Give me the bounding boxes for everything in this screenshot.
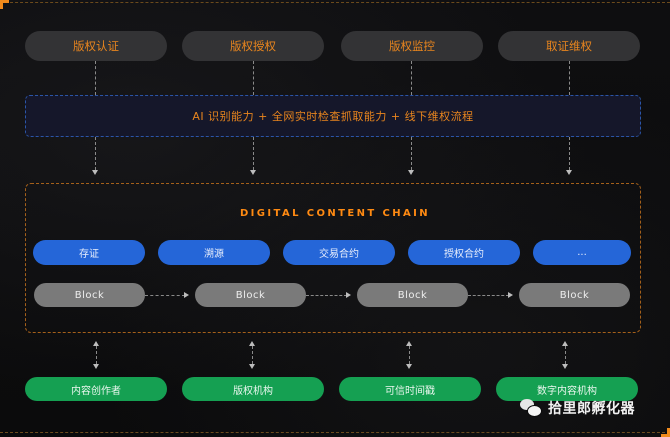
block-link-line [306,295,347,296]
arrow-right-icon [346,292,351,298]
service-copyright-licensing: 版权授权 [182,31,324,61]
arrow-down-icon [249,364,255,369]
participant-trusted-timestamp: 可信时间戳 [339,377,481,401]
connector-line [252,346,253,364]
chain-title: DIGITAL CONTENT CHAIN [239,208,431,219]
arrow-down-icon [92,170,98,175]
corner-accent-top-left [0,0,9,9]
digital-content-chain-box [25,183,641,333]
block-link-line [145,295,185,296]
function-traceability: 溯源 [158,240,270,265]
arrow-down-icon [408,170,414,175]
connector-line [565,346,566,364]
connector-line [411,61,412,95]
connector-line [569,61,570,95]
wechat-icon [520,399,542,417]
function-more: ... [533,240,631,265]
connector-line [96,346,97,364]
participant-digital-content-agency: 数字内容机构 [496,377,638,401]
block-2: Block [195,283,306,307]
arrow-down-icon [250,170,256,175]
participant-copyright-agency: 版权机构 [182,377,324,401]
arrow-down-icon [93,364,99,369]
watermark-text: 拾里郎孵化器 [548,401,635,417]
connector-line [95,137,96,170]
connector-line [253,61,254,95]
connector-line [569,137,570,170]
service-copyright-certification: 版权认证 [25,31,167,61]
arrow-up-icon [406,341,412,346]
arrow-right-icon [184,292,189,298]
connector-line [411,137,412,170]
service-copyright-monitoring: 版权监控 [341,31,483,61]
arrow-up-icon [249,341,255,346]
arrow-down-icon [562,364,568,369]
block-link-line [468,295,509,296]
arrow-up-icon [93,341,99,346]
participant-content-creator: 内容创作者 [25,377,167,401]
function-trade-contract: 交易合约 [283,240,395,265]
block-1: Block [34,283,145,307]
capabilities-box: AI 识别能力 + 全网实时检查抓取能力 + 线下维权流程 [25,95,641,137]
arrow-right-icon [508,292,513,298]
watermark: 拾里郎孵化器 [520,398,635,418]
service-evidence-enforcement: 取证维权 [498,31,640,61]
arrow-down-icon [406,364,412,369]
frame-top-border [0,2,670,3]
connector-line [95,61,96,95]
connector-line [253,137,254,170]
arrow-up-icon [562,341,568,346]
arrow-down-icon [566,170,572,175]
function-notarization: 存证 [33,240,145,265]
frame-bottom-border [0,432,670,433]
function-license-contract: 授权合约 [408,240,520,265]
capabilities-text: AI 识别能力 + 全网实时检查抓取能力 + 线下维权流程 [192,110,474,123]
block-3: Block [357,283,468,307]
block-4: Block [519,283,630,307]
corner-accent-bottom-right [661,428,670,437]
connector-line [409,346,410,364]
